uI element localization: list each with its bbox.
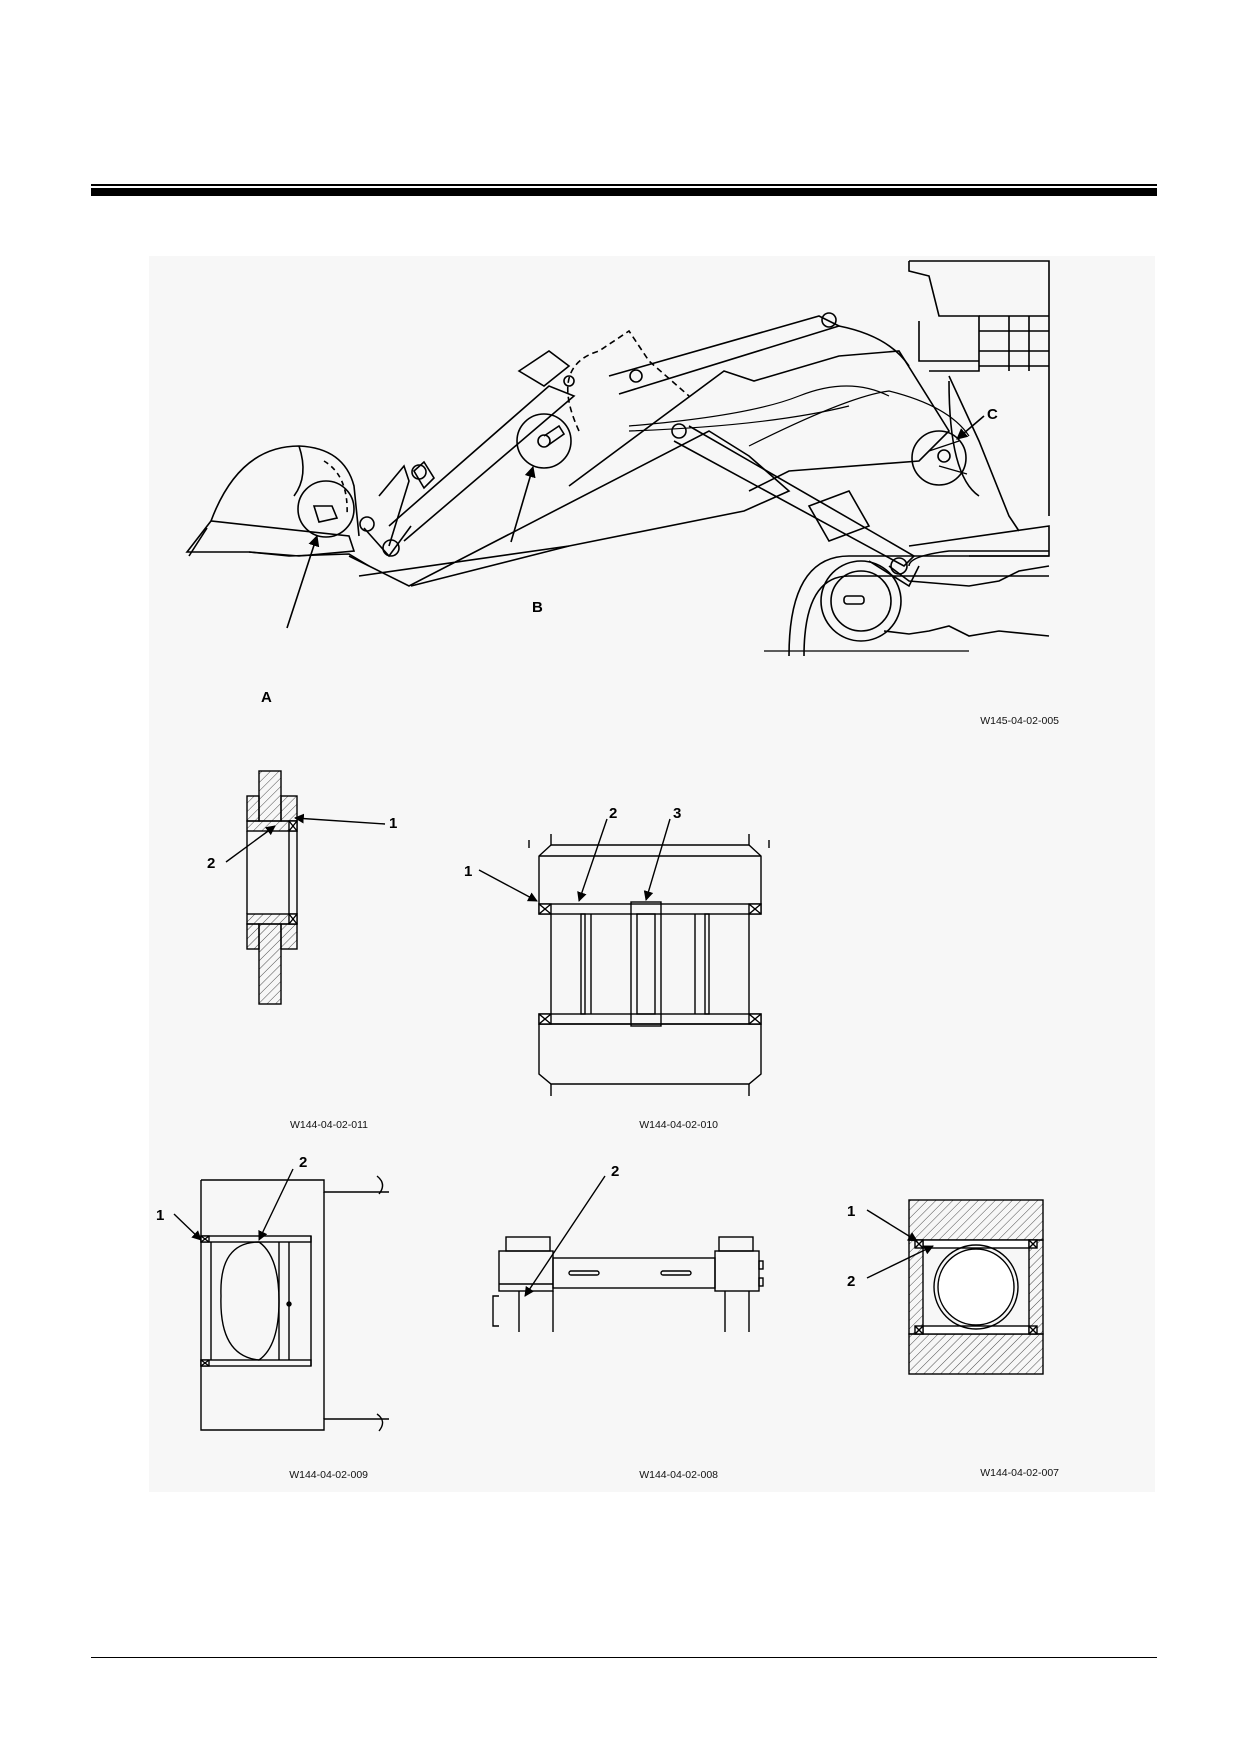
header-rule-thin <box>91 184 1157 186</box>
detail-drawing-011 <box>246 770 298 1005</box>
detail-010-label-2: 2 <box>609 805 617 822</box>
figure-ref-007: W144-04-02-007 <box>980 1467 1059 1479</box>
callout-b: B <box>532 599 543 616</box>
footer-rule <box>91 1657 1157 1658</box>
detail-009-leaders <box>173 1168 294 1241</box>
overview-callout-leaders <box>286 415 985 629</box>
detail-009-label-2: 2 <box>299 1154 307 1171</box>
excavator-overview-drawing <box>185 260 1050 657</box>
detail-010-label-3: 3 <box>673 805 681 822</box>
figure-ref-008: W144-04-02-008 <box>639 1469 718 1481</box>
detail-drawing-008 <box>492 1236 764 1332</box>
detail-circle-c <box>911 430 967 486</box>
detail-007-leaders <box>866 1209 934 1279</box>
detail-011-label-2: 2 <box>207 855 215 872</box>
callout-a: A <box>261 689 272 706</box>
detail-011-leaders <box>225 813 386 863</box>
callout-c: C <box>987 406 998 423</box>
detail-008-label-2: 2 <box>611 1163 619 1180</box>
detail-drawing-009 <box>200 1175 389 1432</box>
detail-011-label-1: 1 <box>389 815 397 832</box>
detail-009-label-1: 1 <box>156 1207 164 1224</box>
detail-circle-b <box>516 413 572 469</box>
header-rule-thick <box>91 188 1157 196</box>
detail-007-label-1: 1 <box>847 1203 855 1220</box>
figure-ref-011: W144-04-02-011 <box>290 1119 368 1131</box>
figure-ref-010: W144-04-02-010 <box>639 1119 718 1131</box>
detail-010-leaders <box>478 818 671 902</box>
figure-panel: A B C W145-04-02-005 1 2 W144-04-02-011 <box>149 256 1155 1492</box>
figure-ref-009: W144-04-02-009 <box>289 1469 368 1481</box>
detail-008-leaders <box>524 1175 606 1297</box>
detail-007-label-2: 2 <box>847 1273 855 1290</box>
bucket-teeth-edge <box>185 520 356 557</box>
detail-drawing-007 <box>908 1199 1044 1375</box>
detail-drawing-010 <box>528 834 770 1096</box>
detail-circle-a <box>297 480 355 538</box>
figure-ref-overview: W145-04-02-005 <box>980 715 1059 727</box>
detail-010-label-1: 1 <box>464 863 472 880</box>
figure-drawing: A B C W145-04-02-005 1 2 W144-04-02-011 <box>156 260 1059 1481</box>
